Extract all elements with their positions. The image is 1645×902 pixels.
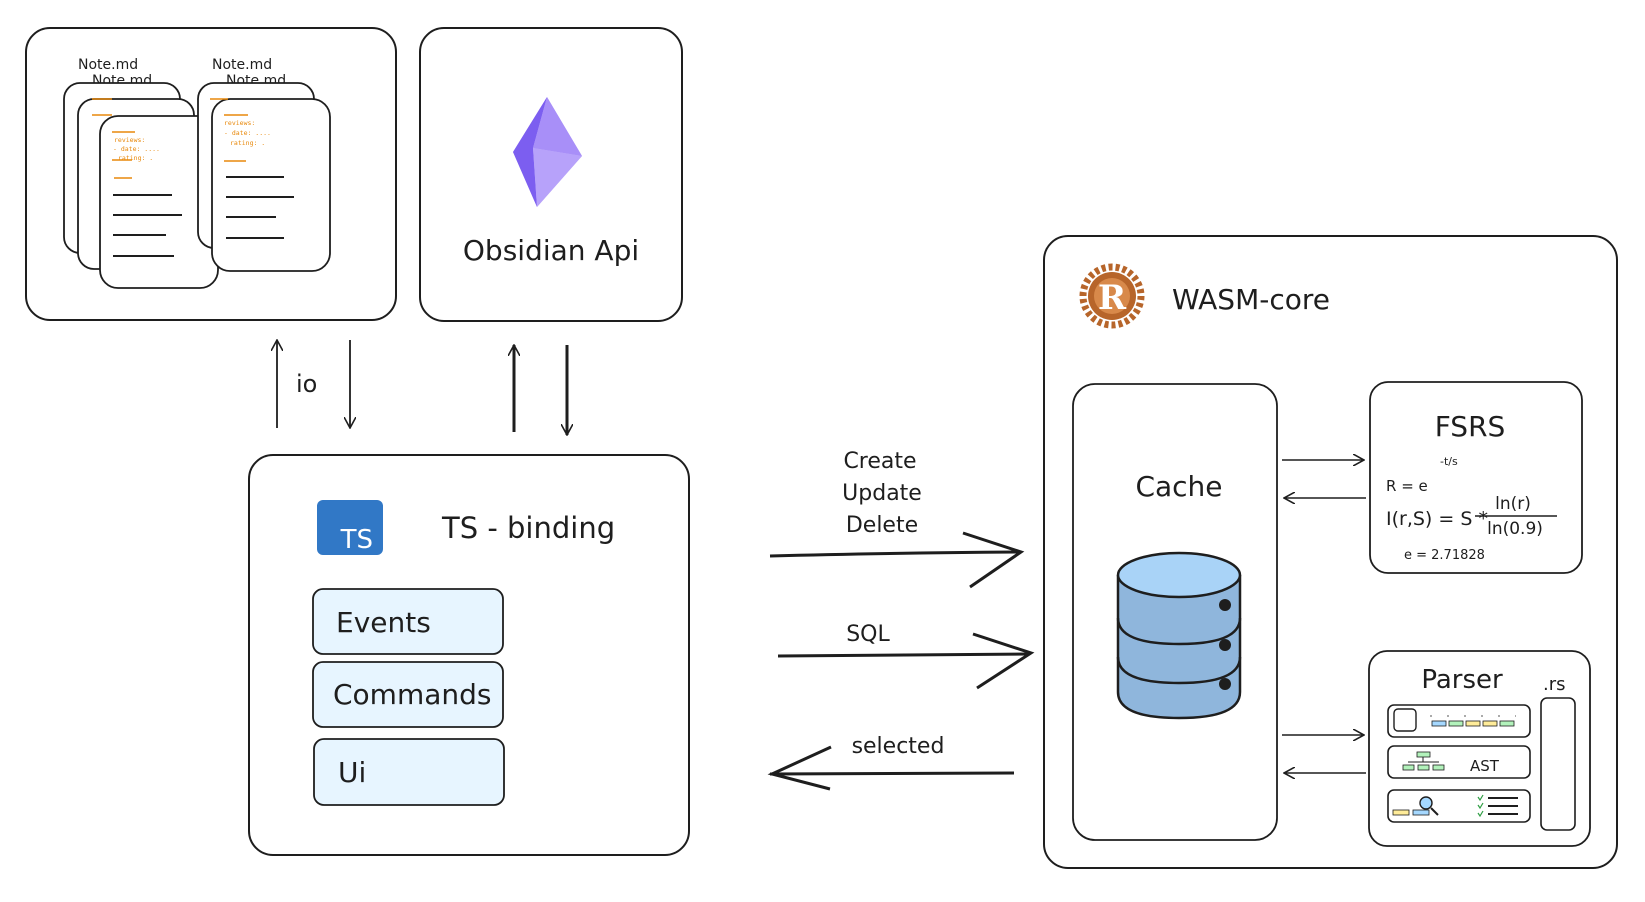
commands-module [312, 661, 504, 728]
commands-label: Commands [333, 678, 492, 711]
fsrs-exponent: -t/s [1440, 455, 1458, 468]
typescript-badge-text: TS [340, 525, 373, 555]
cache-label: Cache [1135, 470, 1222, 503]
ts-binding-title: TS - binding [441, 511, 615, 545]
search-row [1387, 789, 1531, 823]
typescript-logo-icon [317, 500, 383, 555]
ui-label: Ui [338, 756, 366, 789]
fsrs-box: FSRS R = e -t/s I(r,S) = S * ln(r) ln(0.… [1369, 381, 1583, 574]
rust-logo-icon: R [1079, 263, 1145, 329]
fsrs-i-formula: I(r,S) = S * [1386, 508, 1488, 530]
events-label: Events [336, 606, 431, 639]
tree-icon [1402, 751, 1445, 771]
fsrs-e-value: e = 2.71828 [1404, 548, 1485, 563]
fsrs-denominator: ln(0.9) [1487, 519, 1543, 539]
parser-ext-label: .rs [1543, 674, 1566, 695]
note-frontmatter-line: rating: . [118, 154, 153, 162]
obsidian-logo-icon [513, 97, 582, 207]
rust-logo-letter: R [1098, 278, 1127, 318]
note-frontmatter-line: reviews: [114, 136, 145, 144]
io-arrows: io [277, 340, 350, 428]
database-icon [1116, 551, 1242, 720]
ts-binding-box: TS TS - binding Events Commands Ui [248, 454, 690, 856]
events-module [312, 588, 504, 655]
note-frontmatter-line: - date: .... [224, 129, 271, 137]
note-frontmatter-line: reviews: [224, 119, 255, 127]
parser-title: Parser [1421, 665, 1503, 695]
api-arrows [514, 345, 567, 435]
sql-label: SQL [846, 622, 890, 647]
obsidian-api-box: Obsidian Api [419, 27, 683, 322]
delete-label: Delete [846, 513, 918, 538]
wasm-core-box: R WASM-core Cache FSRS R = e -t/ [1043, 235, 1618, 869]
selected-label: selected [852, 734, 945, 759]
note-filename-1: Note.md [78, 57, 138, 73]
token-row [1387, 704, 1531, 738]
note-stack-left: Note.md Note.md Note.md reviews: - date:… [63, 57, 219, 289]
note-filename-4: Note.md [212, 57, 272, 73]
note-frontmatter-line: - date: .... [113, 145, 160, 153]
magnifier-icon [1419, 796, 1439, 816]
note-stack-right: Note.md Note.md reviews: - date: .... ra… [197, 57, 331, 272]
create-label: Create [843, 449, 916, 474]
fsrs-title: FSRS [1435, 410, 1506, 443]
checklist-icon [1477, 794, 1518, 818]
ui-module [313, 738, 505, 806]
obsidian-api-label: Obsidian Api [463, 234, 639, 267]
wasm-core-title: WASM-core [1172, 283, 1330, 316]
fsrs-numerator: ln(r) [1495, 494, 1531, 514]
note-frontmatter-line: rating: . [230, 139, 265, 147]
source-file-panel [1540, 697, 1576, 831]
fsrs-r-formula: R = e [1386, 477, 1428, 495]
selected-arrow: selected [767, 734, 1015, 791]
update-label: Update [842, 481, 922, 506]
ast-label: AST [1470, 757, 1500, 775]
note-card-5 [211, 98, 331, 272]
notes-box: Note.md Note.md Note.md reviews: - date:… [25, 27, 397, 321]
ast-row: AST [1387, 745, 1531, 779]
io-label: io [296, 370, 317, 398]
parser-box: Parser .rs [1368, 650, 1591, 847]
sql-arrow: SQL [777, 622, 1035, 690]
cache-box: Cache [1072, 383, 1278, 841]
crud-arrow: Create Update Delete [769, 449, 1025, 589]
